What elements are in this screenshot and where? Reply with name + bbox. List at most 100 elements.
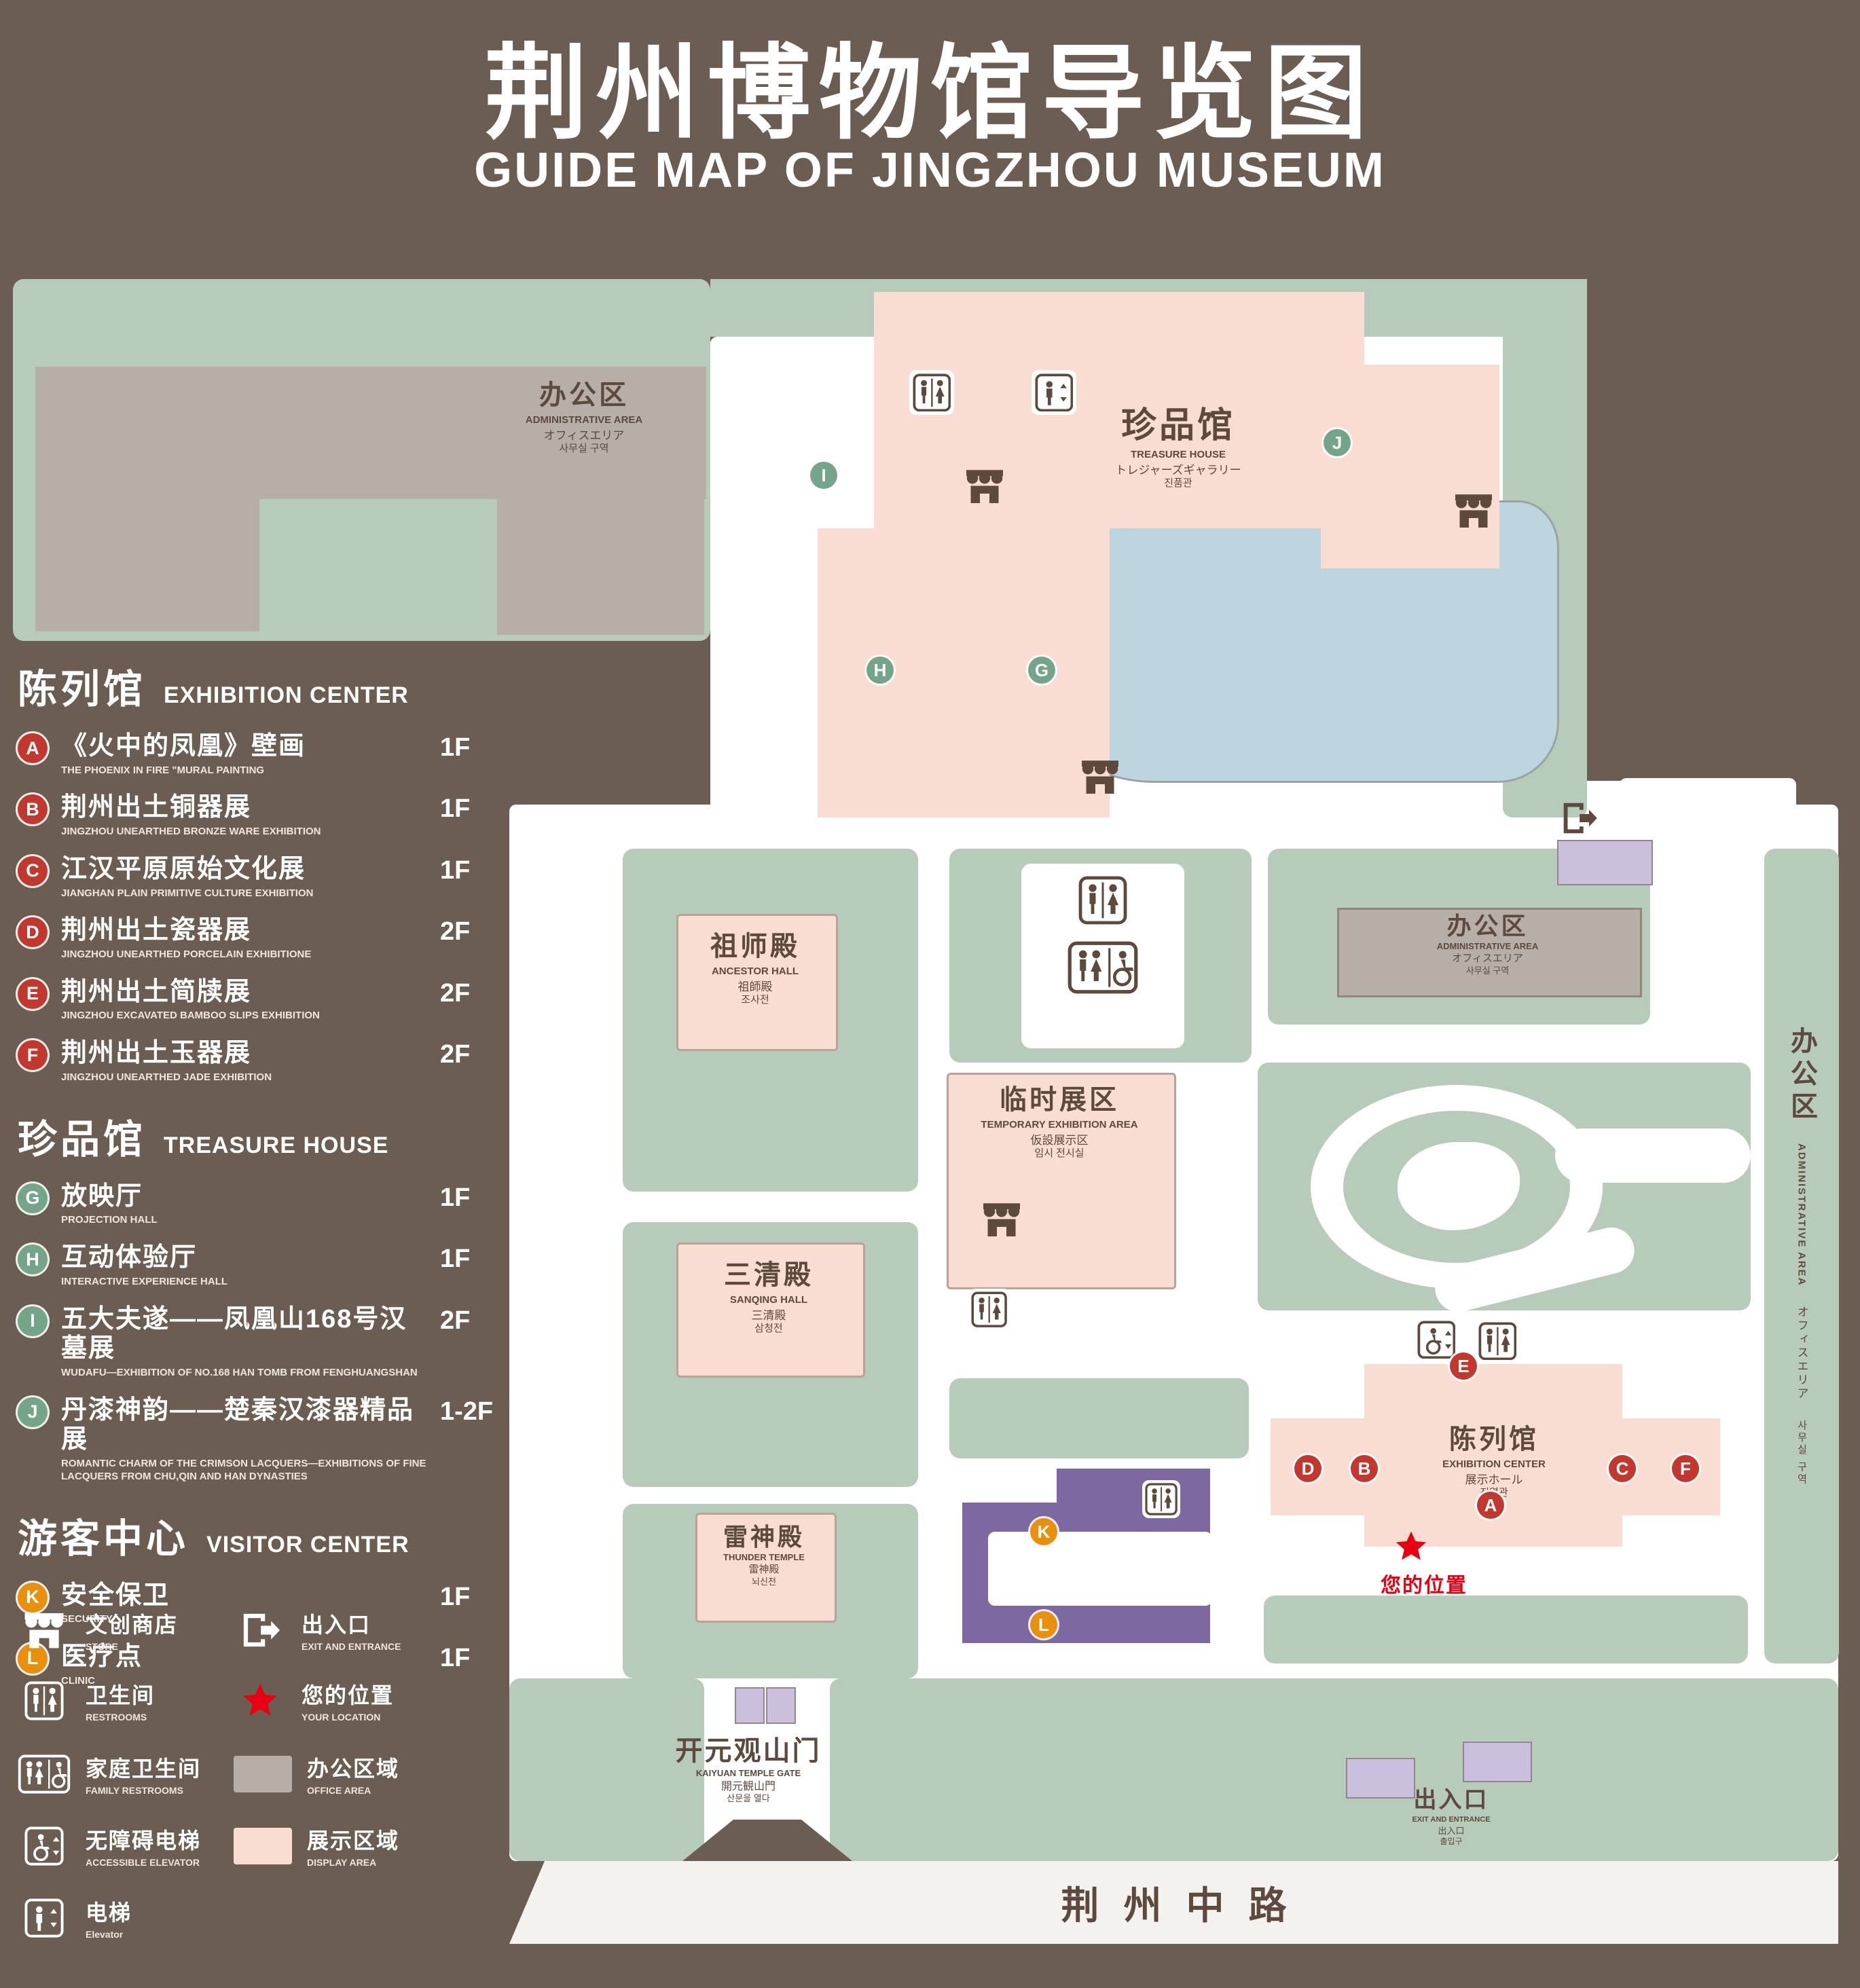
- store-icon: [981, 1200, 1022, 1238]
- building-treasure-east: [1321, 365, 1499, 568]
- marker-k-badge: K: [18, 1582, 48, 1613]
- elevator-icon: [1032, 370, 1076, 415]
- gate-building: [735, 1687, 765, 1724]
- label-exit-bottom: 出入口 EXIT AND ENTRANCE 出入口 출입구: [1412, 1787, 1491, 1846]
- label-visitor-center: 游客中心 VISITOR CENTER ビジターセンター 관광객 센터: [988, 1532, 1212, 1606]
- exit-icon: [234, 1610, 287, 1651]
- building-sanqing-hall: [676, 1242, 865, 1378]
- label-exhibition-center: 陈列馆 EXHIBITION CENTER 展示ホール 진열관: [1442, 1424, 1546, 1498]
- green-strip-admin-side: [1764, 849, 1839, 1663]
- marker-a: A: [1477, 1492, 1504, 1519]
- marker-j-badge: J: [18, 1397, 48, 1427]
- entrance-building-bottom: [1463, 1742, 1532, 1782]
- restroom-icon: [1475, 1319, 1520, 1363]
- marker-j: J: [1324, 429, 1351, 456]
- building-treasure-main: [874, 292, 1364, 528]
- building-treasure-south: [818, 528, 1110, 817]
- label-temporary-exhibition: 临时展区 TEMPORARY EXHIBITION AREA 仮設展示区 임시 …: [981, 1085, 1138, 1159]
- page-subtitle: GUIDE MAP OF JINGZHOU MUSEUM: [474, 143, 1386, 198]
- family-restroom-icon: [18, 1754, 71, 1794]
- building-admin-right: [1337, 908, 1642, 997]
- office-area-swatch: [234, 1755, 292, 1792]
- store-icon: [1080, 758, 1120, 796]
- display-area-swatch: [234, 1827, 292, 1864]
- marker-f-badge: F: [18, 1040, 48, 1071]
- gate-building: [766, 1687, 796, 1724]
- entrance-building-right: [1557, 840, 1653, 885]
- marker-h-badge: H: [18, 1245, 48, 1275]
- label-treasure-house: 珍品馆 TREASURE HOUSE トレジャーズギャラリー 진품관: [1115, 406, 1241, 490]
- restroom-icon: [18, 1680, 71, 1721]
- marker-e-badge: E: [18, 978, 48, 1009]
- road: 荆州中路: [509, 1861, 1838, 1944]
- store-icon: [18, 1610, 71, 1651]
- label-ancestor-hall: 祖师殿 ANCESTOR HALL 祖師殿 조사전: [710, 932, 800, 1006]
- marker-b-badge: B: [18, 794, 48, 825]
- green-bottom-left: [509, 1678, 704, 1861]
- marker-a-badge: A: [18, 733, 48, 763]
- marker-b: B: [1351, 1455, 1378, 1482]
- legend-section-exhibition-center: 陈列馆 EXHIBITION CENTER: [18, 667, 409, 712]
- building-admin-top-arm: [258, 367, 706, 499]
- marker-h: H: [867, 657, 894, 684]
- building-admin-top-west: [35, 367, 259, 631]
- accessible-elevator-icon: [1414, 1317, 1459, 1362]
- family-restroom-icon: [1068, 941, 1138, 994]
- your-location-label: 您的位置: [1381, 1575, 1467, 1597]
- restroom-icon: [968, 1289, 1010, 1331]
- green-bottom-band: [830, 1678, 1838, 1861]
- restroom-icon: [1142, 1480, 1180, 1518]
- green-patch-center: [949, 1378, 1249, 1458]
- restroom-icon: [909, 370, 954, 415]
- marker-i-badge: I: [18, 1306, 48, 1336]
- building-temporary-exhibition: [947, 1073, 1176, 1289]
- marker-k: K: [1030, 1518, 1057, 1545]
- marker-g: G: [1028, 657, 1055, 684]
- marker-i: I: [810, 462, 837, 489]
- green-patch-below-exhibition: [1264, 1596, 1748, 1663]
- garden-pond-blob: [1398, 1142, 1520, 1230]
- marker-e: E: [1450, 1352, 1477, 1380]
- label-sanqing-hall: 三清殿 SANQING HALL 三清殿 삼청전: [724, 1260, 814, 1334]
- marker-l-badge: L: [18, 1643, 48, 1674]
- label-exit-right: 出入口 EXIT AND ENTRANCE 出入口 출입구: [1620, 778, 1796, 847]
- elevator-icon: [18, 1898, 71, 1938]
- marker-g-badge: G: [18, 1183, 48, 1213]
- label-admin-right: 办公区 ADMINISTRATIVE AREA オフィスエリア 사무실 구역: [1436, 912, 1539, 976]
- your-location-star-icon: [234, 1680, 287, 1721]
- building-thunder-temple: [695, 1513, 837, 1623]
- marker-c-badge: C: [18, 855, 48, 886]
- your-location-star: [1393, 1529, 1429, 1564]
- label-kaiyuan-gate: 开元观山门 KAIYUAN TEMPLE GATE 開元観山門 산문을 열다: [675, 1736, 822, 1804]
- building-ancestor-hall: [676, 914, 838, 1051]
- marker-d-badge: D: [18, 917, 48, 948]
- building-exhibition-east: [1622, 1418, 1720, 1515]
- page-title: 荆州博物馆导览图: [484, 36, 1376, 151]
- store-icon: [1182, 1558, 1218, 1592]
- store-icon: [964, 467, 1005, 505]
- road-label: 荆州中路: [1061, 1883, 1311, 1927]
- marker-d: D: [1294, 1455, 1321, 1482]
- marker-c: C: [1609, 1455, 1636, 1482]
- marker-l: L: [1030, 1611, 1057, 1638]
- label-admin-side: 办公区 ADMINISTRATIVE AREA オフィスエリア 사무실 구역: [1787, 1027, 1817, 1486]
